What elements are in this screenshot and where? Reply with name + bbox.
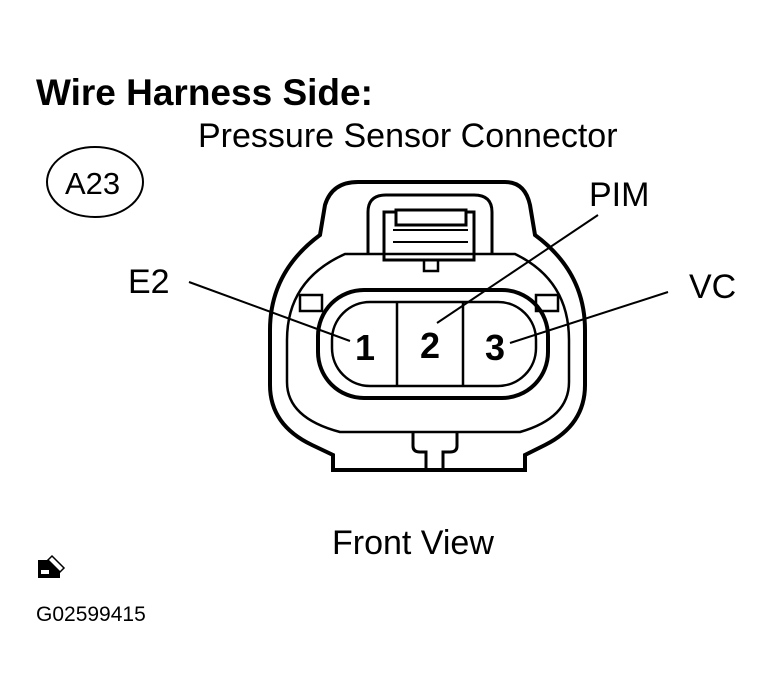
terminal-3-number: 3: [485, 327, 505, 368]
terminal-1-number: 1: [355, 327, 375, 368]
heading: Wire Harness Side:: [36, 72, 373, 113]
bottom-key: [411, 432, 459, 470]
leader-e2: [188, 281, 351, 342]
latch-foot: [422, 258, 440, 273]
leader-vc: [509, 291, 669, 344]
terminal-3-name: VC: [689, 268, 736, 306]
cavity-outer: [316, 288, 550, 400]
terminal-2-name: PIM: [589, 176, 649, 214]
connector-code-ellipse: [46, 146, 144, 218]
connector-title: Pressure Sensor Connector: [198, 117, 618, 155]
terminal-2-number: 2: [420, 325, 440, 366]
leader-pim: [436, 214, 599, 324]
terminal-1-name: E2: [128, 263, 170, 301]
view-label: Front View: [332, 524, 494, 562]
left-ear: [298, 293, 324, 313]
latch-tab: [394, 208, 468, 227]
connector-code: A23: [65, 166, 120, 201]
notepad-icon: [38, 554, 66, 578]
housing-outer: [268, 180, 587, 472]
connector-housing: [268, 180, 587, 472]
figure-id: G02599415: [36, 603, 146, 626]
housing-inner: [285, 252, 571, 434]
cavity-inner: [330, 300, 538, 388]
latch-outer: [366, 193, 494, 254]
